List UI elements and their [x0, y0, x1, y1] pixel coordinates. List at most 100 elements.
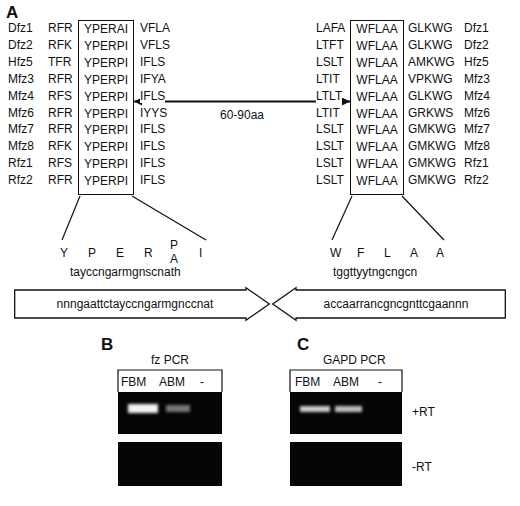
flank-residues: GMKWG: [408, 157, 456, 170]
motif-residues: WFLAA: [351, 57, 403, 70]
flank-residues: LAFA: [316, 22, 345, 35]
flank-residues: RFR: [48, 174, 73, 187]
flank-residues: IFLS: [140, 140, 165, 153]
fan-line: [62, 196, 80, 240]
flank-residues: IFLS: [140, 123, 165, 136]
sequence-name: Mfz4: [464, 90, 490, 103]
sequence-name: Mfz7: [8, 123, 34, 136]
primer-arrow: accaarrancgncgnttcgaannn: [272, 287, 506, 321]
primer-sequence: nnngaattctayccngarmgnccnat: [14, 298, 270, 311]
panel-letter: C: [297, 336, 309, 354]
sequence-name: Mfz3: [8, 73, 34, 86]
motif-residues: YPERPI: [79, 40, 133, 53]
degenerate-sequence: tggttyytngcngcn: [333, 266, 417, 279]
flank-residues: RFS: [48, 90, 72, 103]
gel-band: [128, 404, 158, 413]
flank-residues: LTIT: [316, 107, 340, 120]
flank-residues: VFLA: [140, 22, 170, 35]
lane-bracket: [290, 370, 402, 392]
amino-acid: A: [410, 247, 418, 260]
gel-panel: [290, 392, 402, 434]
sequence-name: Rfz2: [8, 174, 33, 187]
sequence-name: Rfz1: [8, 157, 33, 170]
fan-line: [402, 196, 444, 240]
panel-letter: B: [101, 336, 113, 354]
flank-residues: RFK: [48, 140, 72, 153]
sequence-name: Mfz8: [464, 140, 490, 153]
sequence-name: Mfz8: [8, 140, 34, 153]
motif-residues: WFLAA: [351, 124, 403, 137]
sequence-name: Mfz4: [8, 90, 34, 103]
motif-residues: WFLAA: [351, 108, 403, 121]
flank-residues: IYYS: [140, 107, 167, 120]
flank-residues: VPKWG: [408, 73, 453, 86]
flank-residues: LSLT: [316, 157, 344, 170]
amino-acid: P: [88, 247, 96, 260]
gel-fz: [118, 392, 222, 486]
flank-residues: IFLS: [140, 174, 165, 187]
amino-acid: I: [199, 247, 202, 260]
lane-label: ABM: [159, 376, 185, 389]
amino-acid: W: [330, 247, 341, 260]
motif-residues: YPERPI: [79, 57, 133, 70]
flank-residues: GRKWS: [408, 107, 453, 120]
lane-label: FBM: [295, 376, 320, 389]
gel-panel: [290, 442, 402, 486]
flank-residues: RFR: [48, 73, 73, 86]
flank-residues: AMKWG: [408, 56, 455, 69]
motif-residues: YPERPI: [79, 124, 133, 137]
flank-residues: RFR: [48, 107, 73, 120]
gel-band: [335, 406, 362, 412]
fan-lines: [62, 196, 444, 240]
panel-letter: A: [6, 4, 18, 22]
flank-residues: LTIT: [316, 73, 340, 86]
motif-residues: WFLAA: [351, 23, 403, 36]
flank-residues: RFS: [48, 157, 72, 170]
flank-residues: LSLT: [316, 123, 344, 136]
motif-residues: WFLAA: [351, 141, 403, 154]
amino-acid: A: [436, 247, 444, 260]
sequence-name: Dfz1: [464, 22, 489, 35]
flank-residues: GLKWG: [408, 90, 453, 103]
flank-residues: LTFT: [316, 39, 344, 52]
motif-residues: YPERPI: [79, 175, 133, 188]
motif-box: YPERAIYPERPIYPERPIYPERPIYPERPIYPERPIYPER…: [78, 20, 134, 195]
gel-panel: [118, 442, 222, 486]
motif-residues: WFLAA: [351, 175, 403, 188]
flank-residues: RFR: [48, 22, 73, 35]
flank-residues: IFLS: [140, 56, 165, 69]
flank-residues: VFLS: [140, 39, 170, 52]
motif-residues: WFLAA: [351, 91, 403, 104]
motif-residues: WFLAA: [351, 40, 403, 53]
gel-band: [166, 405, 190, 412]
sequence-name: Dfz1: [8, 22, 33, 35]
flank-residues: GLKWG: [408, 39, 453, 52]
primer-arrow: nnngaattctayccngarmgnccnat: [14, 287, 270, 321]
edge-label: 60-90aa: [220, 109, 264, 122]
sequence-name: Mfz6: [8, 107, 34, 120]
condition-label: -RT: [412, 461, 432, 474]
gel-gapd: [290, 392, 402, 486]
lane-bracket: [118, 370, 222, 392]
degenerate-sequence: tayccngarmgnscnath: [70, 266, 181, 279]
lane-brackets: [118, 370, 402, 392]
fan-line: [132, 196, 206, 240]
motif-residues: YPERPI: [79, 74, 133, 87]
flank-residues: LSLT: [316, 140, 344, 153]
gel-band: [300, 406, 330, 412]
flank-residues: GMKWG: [408, 174, 456, 187]
motif-residues: YPERPI: [79, 108, 133, 121]
flank-residues: RFR: [48, 123, 73, 136]
motif-residues: YPERPI: [79, 141, 133, 154]
amino-acid: Y: [60, 247, 68, 260]
flank-residues: LSLT: [316, 174, 344, 187]
sequence-name: Mfz6: [464, 107, 490, 120]
amino-acid: R: [144, 247, 153, 260]
lane-label: -: [378, 376, 382, 389]
motif-residues: YPERPI: [79, 158, 133, 171]
lane-label: ABM: [333, 376, 359, 389]
amino-acid: E: [116, 247, 124, 260]
amino-acid: P: [170, 239, 178, 252]
gel-title: GAPD PCR: [323, 354, 386, 367]
sequence-name: Mfz3: [464, 73, 490, 86]
